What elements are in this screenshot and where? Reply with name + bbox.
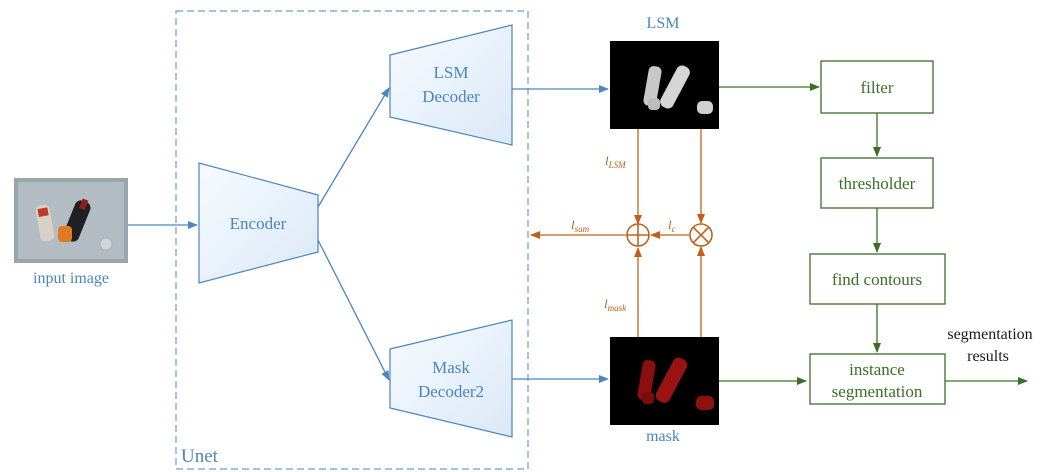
lsm-image xyxy=(610,41,719,129)
arrow-encoder-to-mask-decoder xyxy=(317,239,390,381)
multiply-operator-icon xyxy=(689,223,713,247)
lsm-image-label: LSM xyxy=(647,15,680,32)
arrow-encoder-to-lsm-decoder xyxy=(317,87,390,208)
output-label-2: results xyxy=(967,348,1009,365)
encoder-block xyxy=(198,162,319,284)
encoder-label: Encoder xyxy=(230,214,287,233)
sum-operator-icon xyxy=(626,223,650,247)
unet-label: Unet xyxy=(181,446,219,467)
unet-box xyxy=(175,10,529,470)
output-label-1: segmentation xyxy=(947,326,1032,343)
mask-decoder-block xyxy=(389,319,513,438)
mask-decoder-label-1: Mask xyxy=(432,358,470,377)
lsm-decoder-label-1: LSM xyxy=(434,63,469,82)
mask-decoder-label-2: Decoder2 xyxy=(418,382,484,401)
find-contours-label: find contours xyxy=(832,270,922,289)
lsm-decoder-label-2: Decoder xyxy=(422,87,480,106)
input-image-label: input image xyxy=(33,270,109,287)
mask-image-label: mask xyxy=(646,428,680,445)
thresholder-label: thresholder xyxy=(839,174,916,193)
instance-segmentation-box xyxy=(809,353,946,405)
lsm-decoder-block xyxy=(389,24,513,146)
filter-label: filter xyxy=(860,78,893,97)
input-image xyxy=(14,178,128,263)
instance-label-1: instance xyxy=(849,360,905,379)
loss-label-mask: lmask xyxy=(604,296,627,313)
loss-label-lsm: lLSM xyxy=(605,153,626,170)
mask-image xyxy=(610,337,719,425)
instance-label-2: segmentation xyxy=(832,382,923,401)
loss-label-c: lc xyxy=(668,217,676,234)
loss-label-sum: lsum xyxy=(571,217,590,234)
